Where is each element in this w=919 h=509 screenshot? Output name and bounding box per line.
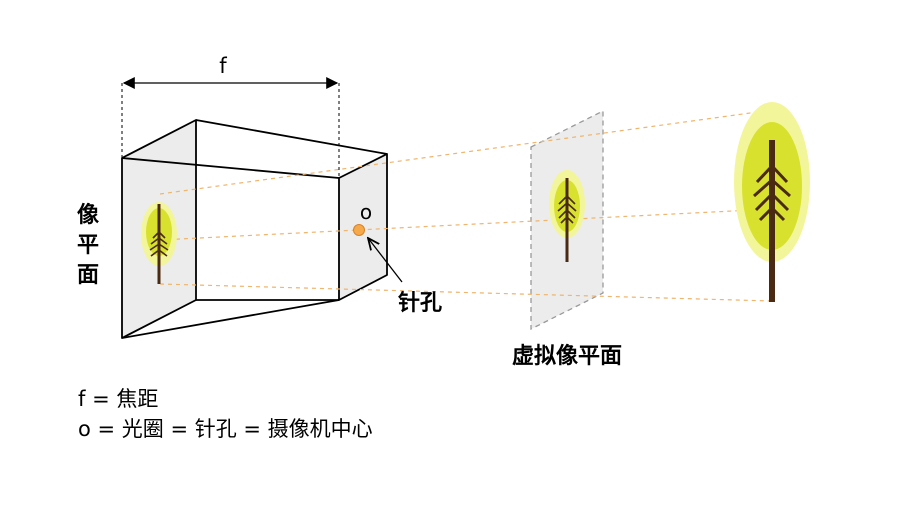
light-rays bbox=[159, 109, 773, 302]
focal-length-dimension: f bbox=[121, 54, 340, 178]
tree-icon bbox=[734, 102, 810, 302]
virtual-tree-icon bbox=[549, 170, 585, 262]
pinhole-label: 针孔 bbox=[398, 290, 442, 316]
aperture-label: o bbox=[360, 200, 372, 224]
legend-focal-length: f = 焦距 bbox=[78, 387, 159, 411]
legend-aperture: o = 光圈 = 针孔 = 摄像机中心 bbox=[78, 417, 373, 441]
arrow-icon bbox=[368, 238, 403, 283]
inverted-tree-icon bbox=[141, 202, 177, 284]
pinhole-icon bbox=[353, 224, 365, 236]
focal-length-label: f bbox=[219, 54, 227, 78]
image-plane-label: 像平面 bbox=[77, 202, 100, 288]
virtual-image-plane-label: 虚拟像平面 bbox=[512, 343, 622, 369]
